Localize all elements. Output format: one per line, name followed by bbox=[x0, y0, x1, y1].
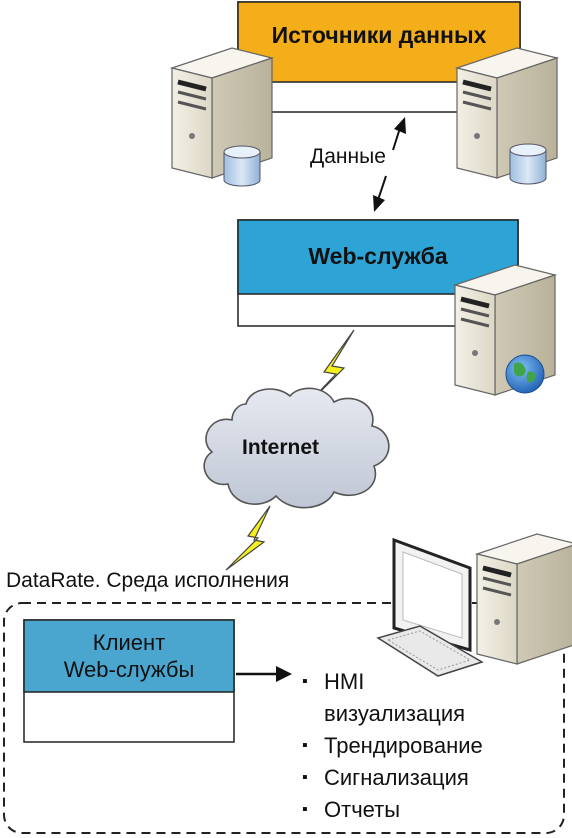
feature-alarms: Сигнализация bbox=[324, 765, 469, 790]
list-item: Отчеты bbox=[302, 794, 483, 826]
list-item: Сигнализация bbox=[302, 762, 483, 794]
cloud-label: Internet bbox=[242, 436, 320, 459]
web-service-title: Web-служба bbox=[308, 242, 448, 269]
list-item: Трендирование bbox=[302, 730, 483, 762]
list-item: HMI визуализация bbox=[302, 666, 483, 730]
lightning-icon bbox=[225, 505, 271, 571]
client-title-line2: Web-службы bbox=[63, 657, 195, 682]
data-sources-title: Источники данных bbox=[271, 21, 487, 48]
client-title-line1: Клиент bbox=[92, 630, 166, 655]
arrow-icon bbox=[236, 666, 292, 682]
feature-reports: Отчеты bbox=[324, 797, 401, 822]
feature-hmi-line1: HMI bbox=[324, 669, 365, 694]
data-flow-label: Данные bbox=[310, 145, 386, 168]
monitor-icon bbox=[392, 537, 472, 663]
runtime-label: DataRate. Среда исполнения bbox=[6, 569, 290, 592]
feature-trending: Трендирование bbox=[324, 733, 483, 758]
cloud-icon bbox=[203, 387, 390, 509]
database-icon bbox=[509, 143, 547, 185]
client-title: Клиент Web-службы bbox=[24, 624, 234, 688]
keyboard-icon bbox=[376, 625, 484, 677]
data-sources-box bbox=[237, 1, 521, 113]
server-icon bbox=[477, 534, 572, 664]
feature-hmi-line2: визуализация bbox=[324, 701, 466, 726]
data-flow-arrow-icon bbox=[373, 117, 406, 212]
globe-icon bbox=[505, 354, 545, 394]
client-box bbox=[23, 619, 235, 743]
runtime-region bbox=[3, 602, 565, 834]
feature-list: HMI визуализация Трендирование Сигнализа… bbox=[302, 666, 483, 826]
database-icon bbox=[223, 145, 261, 187]
